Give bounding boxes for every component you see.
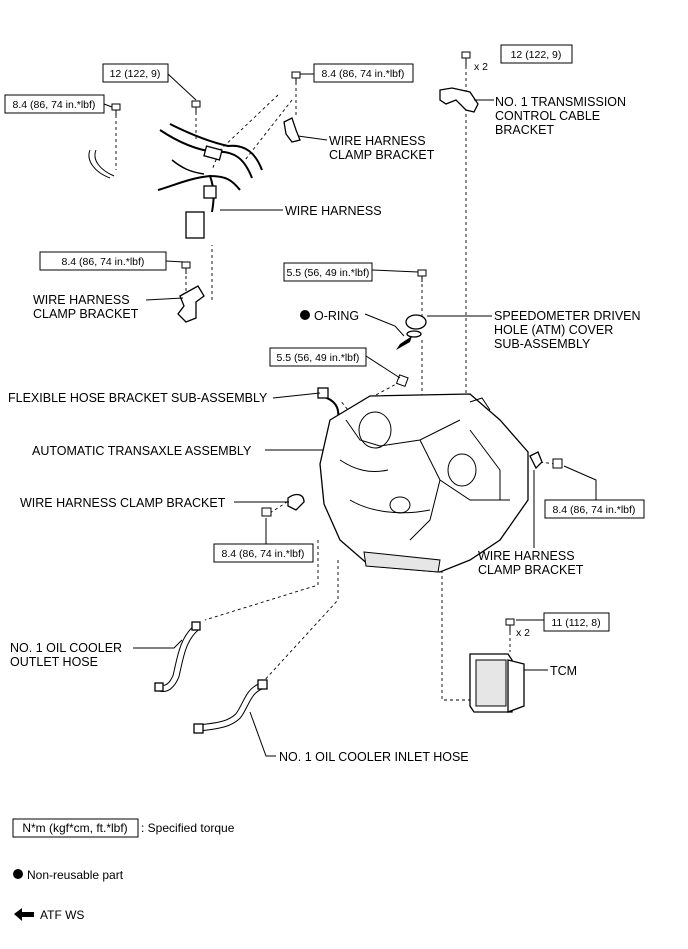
label-o-ring: O-RING: [300, 309, 359, 323]
label-speedometer-cover: SPEEDOMETER DRIVEN HOLE (ATM) COVER SUB-…: [494, 309, 641, 351]
label-oil-cooler-inlet-hose: NO. 1 OIL COOLER INLET HOSE: [279, 750, 469, 764]
svg-text:WIRE HARNESS: WIRE HARNESS: [478, 549, 575, 563]
label-wire-harness-clamp-bracket-left: WIRE HARNESS CLAMP BRACKET: [33, 293, 139, 321]
svg-text:NO. 1 OIL COOLER: NO. 1 OIL COOLER: [10, 641, 122, 655]
bolt-icon: [552, 458, 563, 469]
svg-text:BRACKET: BRACKET: [495, 123, 554, 137]
torque-box: 11 (112, 8): [543, 612, 610, 632]
legend-atf: ATF WS: [14, 908, 84, 922]
automatic-transaxle: [319, 393, 529, 573]
svg-text:8.4 (86, 74 in.*lbf): 8.4 (86, 74 in.*lbf): [553, 504, 636, 516]
bolt-icon: [181, 261, 191, 274]
bolt-icon: [461, 51, 471, 66]
svg-text:8.4 (86, 74 in.*lbf): 8.4 (86, 74 in.*lbf): [62, 256, 145, 268]
svg-text:5.5 (56, 49 in.*lbf): 5.5 (56, 49 in.*lbf): [277, 352, 360, 364]
bolt-icon: [261, 507, 272, 517]
svg-text:8.4 (86, 74 in.*lbf): 8.4 (86, 74 in.*lbf): [222, 548, 305, 560]
label-wire-harness: WIRE HARNESS: [285, 204, 382, 218]
svg-text:N*m (kgf*cm, ft.*lbf): N*m (kgf*cm, ft.*lbf): [22, 821, 127, 835]
quantity-label: x 2: [516, 627, 530, 639]
wire-harness-clamp-bracket-mid: [287, 493, 305, 511]
label-automatic-transaxle: AUTOMATIC TRANSAXLE ASSEMBLY: [32, 444, 252, 458]
quantity-label: x 2: [474, 61, 488, 73]
speedometer-cover: [405, 314, 427, 338]
label-flexible-hose-bracket: FLEXIBLE HOSE BRACKET SUB-ASSEMBLY: [8, 391, 268, 405]
label-wire-harness-clamp-bracket-mid: WIRE HARNESS CLAMP BRACKET: [20, 496, 226, 510]
harness-piece: [94, 149, 115, 177]
torque-box: 12 (122, 9): [102, 63, 169, 83]
svg-text:CLAMP BRACKET: CLAMP BRACKET: [329, 148, 435, 162]
atf-arrow-icon: [14, 908, 34, 921]
non-reusable-dot-icon: [300, 310, 310, 320]
svg-text:OUTLET HOSE: OUTLET HOSE: [10, 655, 98, 669]
legend: N*m (kgf*cm, ft.*lbf) : Specified torque…: [12, 818, 235, 922]
non-reusable-dot-icon: [13, 869, 23, 879]
svg-text:8.4 (86, 74 in.*lbf): 8.4 (86, 74 in.*lbf): [322, 68, 405, 80]
svg-text:WIRE HARNESS: WIRE HARNESS: [33, 293, 130, 307]
svg-text:NO. 1 TRANSMISSION: NO. 1 TRANSMISSION: [495, 95, 626, 109]
svg-text:12 (122, 9): 12 (122, 9): [511, 49, 562, 61]
svg-text:8.4 (86, 74 in.*lbf): 8.4 (86, 74 in.*lbf): [13, 99, 96, 111]
atf-arrow-icon: [396, 336, 412, 350]
svg-text:12 (122, 9): 12 (122, 9): [110, 68, 161, 80]
bolt-icon: [111, 103, 121, 116]
tcm-module: [469, 653, 525, 713]
svg-text:: Specified torque: : Specified torque: [141, 821, 235, 835]
svg-text:11 (112, 8): 11 (112, 8): [551, 617, 600, 629]
torque-box: 8.4 (86, 74 in.*lbf): [544, 499, 645, 519]
svg-text:SUB-ASSEMBLY: SUB-ASSEMBLY: [494, 337, 591, 351]
bolt-icon: [417, 269, 427, 282]
svg-text:CONTROL CABLE: CONTROL CABLE: [495, 109, 600, 123]
bolt-icon: [291, 71, 301, 84]
svg-text:5.5 (56, 49 in.*lbf): 5.5 (56, 49 in.*lbf): [287, 267, 370, 279]
transmission-control-cable-bracket: [439, 87, 479, 113]
oil-cooler-outlet-hose: [154, 621, 201, 692]
bolt-icon: [505, 618, 515, 632]
wire-harness-clamp-bracket-right: [529, 451, 543, 470]
svg-text:ATF WS: ATF WS: [40, 908, 84, 922]
bolt-icon: [191, 100, 201, 113]
svg-text:CLAMP BRACKET: CLAMP BRACKET: [478, 563, 584, 577]
leader-lines: [103, 73, 597, 757]
legend-non-reusable: Non-reusable part: [13, 868, 124, 882]
wire-harness-clamp-bracket-top: [283, 117, 301, 143]
legend-torque: N*m (kgf*cm, ft.*lbf) : Specified torque: [12, 818, 235, 838]
label-tcm: TCM: [550, 664, 577, 678]
svg-text:WIRE HARNESS: WIRE HARNESS: [329, 134, 426, 148]
torque-box: 8.4 (86, 74 in.*lbf): [213, 543, 314, 563]
svg-text:CLAMP BRACKET: CLAMP BRACKET: [33, 307, 139, 321]
torque-box: 8.4 (86, 74 in.*lbf): [39, 251, 167, 271]
torque-box: 8.4 (86, 74 in.*lbf): [4, 94, 105, 114]
torque-box: 5.5 (56, 49 in.*lbf): [269, 347, 367, 367]
oil-cooler-inlet-hose: [193, 679, 268, 734]
label-wire-harness-clamp-bracket-top: WIRE HARNESS CLAMP BRACKET: [329, 134, 435, 162]
torque-box: 12 (122, 9): [500, 44, 573, 64]
label-wire-harness-clamp-bracket-right: WIRE HARNESS CLAMP BRACKET: [478, 549, 584, 577]
torque-box: 8.4 (86, 74 in.*lbf): [313, 63, 414, 83]
svg-text:Non-reusable part: Non-reusable part: [27, 868, 124, 882]
wire-harness-bundle: [157, 123, 263, 239]
label-oil-cooler-outlet-hose: NO. 1 OIL COOLER OUTLET HOSE: [10, 641, 122, 669]
svg-text:SPEEDOMETER DRIVEN: SPEEDOMETER DRIVEN: [494, 309, 641, 323]
wire-harness-clamp-bracket-left: [177, 285, 205, 323]
svg-text:HOLE (ATM) COVER: HOLE (ATM) COVER: [494, 323, 613, 337]
label-transmission-control-cable-bracket: NO. 1 TRANSMISSION CONTROL CABLE BRACKET: [495, 95, 626, 137]
torque-box: 5.5 (56, 49 in.*lbf): [283, 262, 373, 282]
svg-text:O-RING: O-RING: [314, 309, 359, 323]
